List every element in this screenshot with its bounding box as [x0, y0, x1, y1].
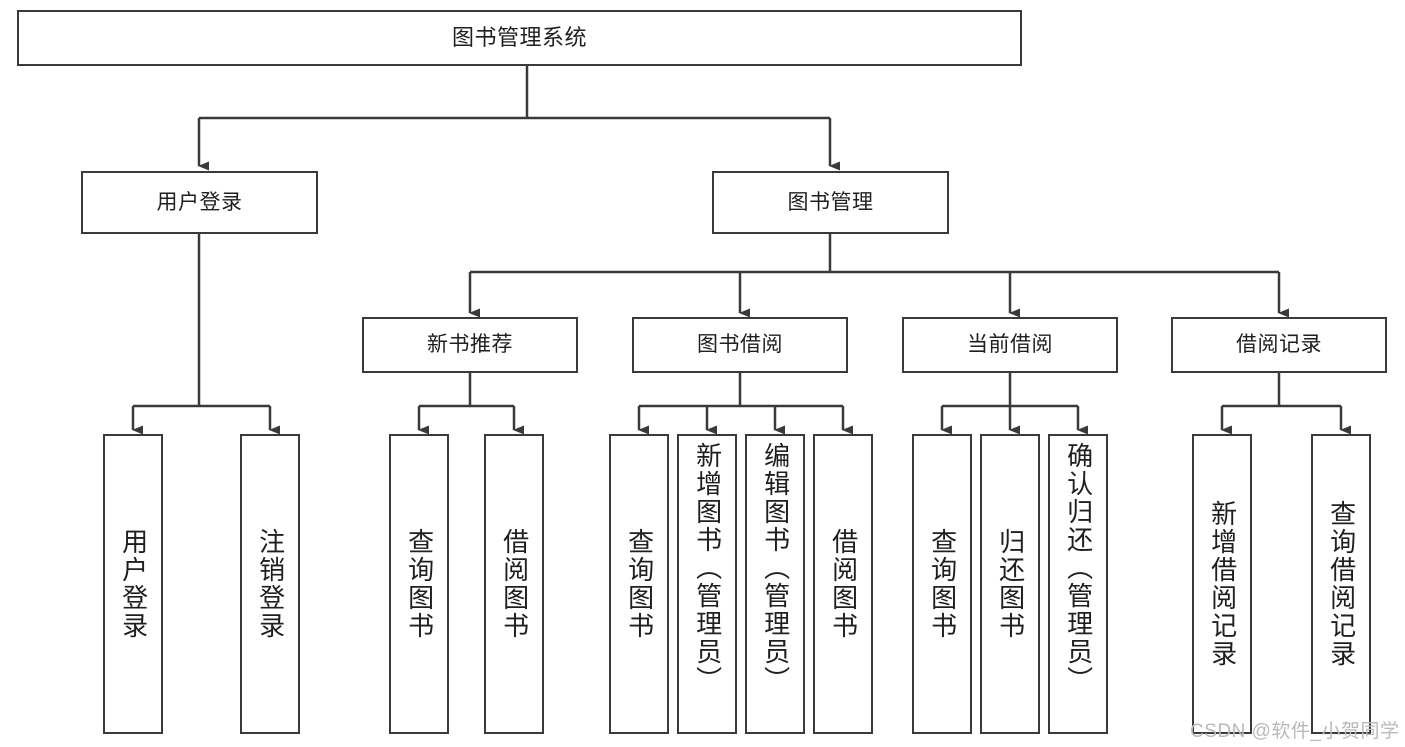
- node-label: 新书推荐: [427, 333, 513, 357]
- node-label: 新增借阅记录: [1207, 500, 1238, 668]
- node-label: 查询图书: [624, 528, 655, 640]
- leaf-user-login-login[interactable]: 用户登录: [103, 434, 163, 734]
- node-label: 借阅图书: [828, 528, 859, 640]
- node-label: 当前借阅: [967, 333, 1053, 357]
- leaf-borrow-query-book[interactable]: 查询图书: [609, 434, 669, 734]
- leaf-current-confirm-return-admin[interactable]: 确认归还（管理员）: [1048, 434, 1108, 734]
- node-book-management[interactable]: 图书管理: [712, 171, 949, 234]
- leaf-user-login-logout[interactable]: 注销登录: [240, 434, 300, 734]
- leaf-record-add-record[interactable]: 新增借阅记录: [1192, 434, 1252, 734]
- node-label: 图书管理: [787, 190, 874, 214]
- node-label: 注销登录: [255, 528, 286, 640]
- node-label: 图书管理系统: [451, 24, 587, 50]
- leaf-borrow-add-book-admin[interactable]: 新增图书（管理员）: [677, 434, 737, 734]
- leaf-recommend-borrow-book[interactable]: 借阅图书: [484, 434, 544, 734]
- node-label: 新增图书（管理员）: [692, 442, 723, 694]
- node-current-borrow[interactable]: 当前借阅: [902, 317, 1118, 373]
- node-new-book-recommend[interactable]: 新书推荐: [362, 317, 578, 373]
- node-book-borrow[interactable]: 图书借阅: [632, 317, 848, 373]
- node-label: 图书借阅: [697, 333, 783, 357]
- node-user-login[interactable]: 用户登录: [81, 171, 318, 234]
- leaf-recommend-query-book[interactable]: 查询图书: [389, 434, 449, 734]
- node-label: 用户登录: [118, 528, 149, 640]
- node-label: 用户登录: [156, 190, 243, 214]
- node-label: 查询图书: [404, 528, 435, 640]
- leaf-record-query-record[interactable]: 查询借阅记录: [1311, 434, 1371, 734]
- leaf-borrow-edit-book-admin[interactable]: 编辑图书（管理员）: [745, 434, 805, 734]
- leaf-borrow-borrow-book[interactable]: 借阅图书: [813, 434, 873, 734]
- node-label: 确认归还（管理员）: [1063, 442, 1094, 694]
- leaf-current-query-book[interactable]: 查询图书: [912, 434, 972, 734]
- leaf-current-return-book[interactable]: 归还图书: [980, 434, 1040, 734]
- node-root-system[interactable]: 图书管理系统: [17, 10, 1022, 66]
- node-label: 归还图书: [995, 528, 1026, 640]
- node-label: 查询借阅记录: [1326, 500, 1357, 668]
- node-label: 查询图书: [927, 528, 958, 640]
- node-borrow-record[interactable]: 借阅记录: [1171, 317, 1387, 373]
- node-label: 借阅记录: [1236, 333, 1322, 357]
- csdn-watermark: CSDN @软件_小贺同学: [1190, 721, 1400, 742]
- node-label: 借阅图书: [499, 528, 530, 640]
- node-label: 编辑图书（管理员）: [760, 442, 791, 694]
